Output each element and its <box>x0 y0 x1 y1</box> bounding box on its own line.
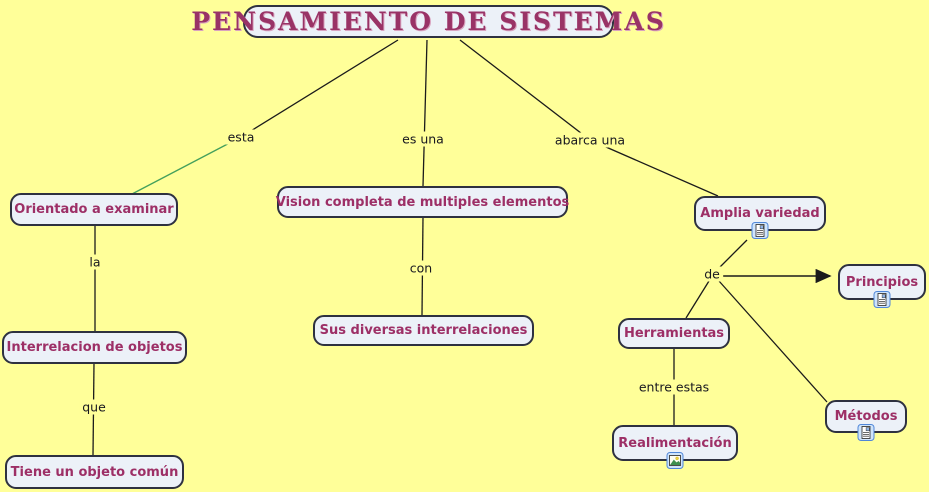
node-sus-diversas-interrelaciones[interactable]: Sus diversas interrelaciones <box>313 315 534 346</box>
image-resource-icon[interactable] <box>666 452 684 469</box>
node-amplia-variedad-label: Amplia variedad <box>700 206 820 221</box>
link-label-que[interactable]: que <box>79 399 109 415</box>
document-resource-icon[interactable] <box>873 291 891 308</box>
link-label-la[interactable]: la <box>86 254 104 270</box>
link-label-abarca-una[interactable]: abarca una <box>551 132 629 148</box>
node-herramientas[interactable]: Herramientas <box>618 318 730 349</box>
node-metodos[interactable]: Métodos <box>825 400 907 441</box>
document-resource-icon[interactable] <box>751 222 769 239</box>
link-label-entre-estas[interactable]: entre estas <box>635 379 713 395</box>
link-label-es-una[interactable]: es una <box>399 131 447 147</box>
node-realimentacion[interactable]: Realimentación <box>612 425 738 469</box>
link-label-con[interactable]: con <box>406 260 436 276</box>
node-amplia-variedad[interactable]: Amplia variedad <box>694 196 826 239</box>
node-realimentacion-label: Realimentación <box>618 435 732 451</box>
node-tiene-un-objeto-comun[interactable]: Tiene un objeto común <box>5 455 184 489</box>
node-interrelacion-de-objetos[interactable]: Interrelacion de objetos <box>2 331 187 364</box>
link-label-esta[interactable]: esta <box>224 129 258 145</box>
node-orientado-a-examinar[interactable]: Orientado a examinar <box>10 193 178 226</box>
node-principios-label: Principios <box>845 274 919 290</box>
node-title-pensamiento-de-sistemas[interactable]: PENSAMIENTO DE SISTEMAS <box>191 5 666 38</box>
node-metodos-label: Métodos <box>834 409 898 424</box>
link-label-de[interactable]: de <box>701 266 723 282</box>
document-resource-icon[interactable] <box>857 424 875 441</box>
node-vision-completa[interactable]: Vision completa de multiples elementos <box>276 186 569 218</box>
node-principios[interactable]: Principios <box>838 264 926 308</box>
